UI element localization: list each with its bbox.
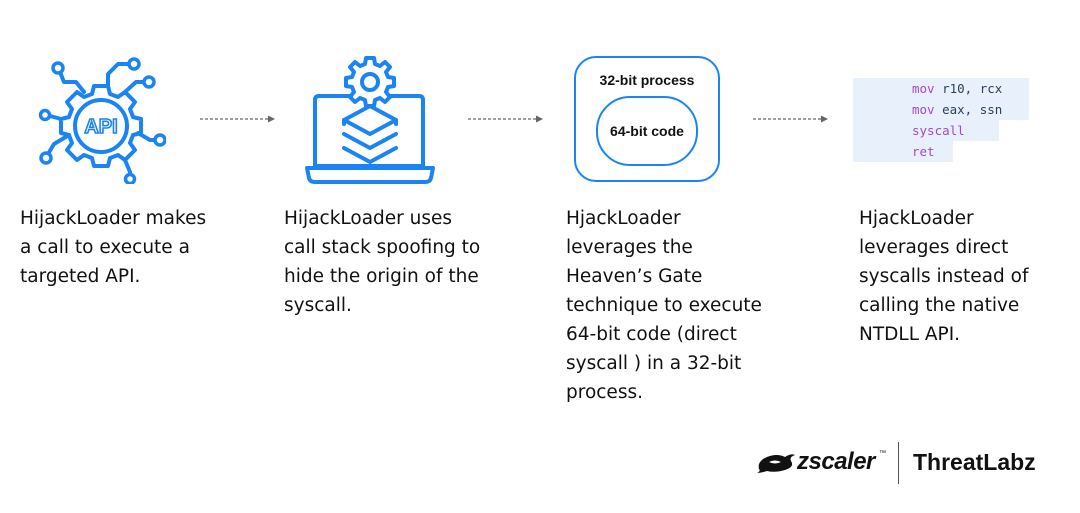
zscaler-wordmark: zscaler [797, 448, 875, 475]
assembly-line: mov eax, ssn [853, 99, 1029, 120]
assembly-line: mov r10, rcx [853, 78, 1029, 99]
api-gear-icon: API [38, 57, 166, 184]
process-box-icon: 32-bit process 64-bit code [574, 56, 720, 182]
code-pill: 64-bit code [596, 96, 698, 166]
flow-arrow-3 [753, 115, 828, 123]
step-2-description: HijackLoader uses call stack spoofing to… [284, 208, 481, 316]
assembly-line: syscall [853, 120, 999, 141]
code-pill-label: 64-bit code [610, 123, 684, 139]
flow-arrow-2 [468, 115, 543, 123]
zscaler-logo-icon [757, 454, 795, 473]
process-box-label: 32-bit process [599, 72, 695, 88]
assembly-code-icon: mov r10, rcx mov eax, ssn syscall ret [853, 78, 1033, 162]
brand-divider [898, 442, 899, 484]
api-icon-label: API [84, 116, 117, 138]
step-1-description: HijackLoader makes a call to execute a t… [20, 208, 207, 287]
threatlabz-wordmark: ThreatLabz [913, 449, 1036, 475]
laptop-gear-layers-icon [305, 56, 435, 184]
step-3-description: HjackLoader leverages the Heaven’s Gate … [566, 208, 762, 403]
assembly-line: ret [853, 141, 953, 162]
step-4-description: HjackLoader leverages direct syscalls in… [859, 208, 1029, 345]
trademark-symbol: ™ [879, 450, 886, 457]
flow-arrow-1 [200, 115, 275, 123]
